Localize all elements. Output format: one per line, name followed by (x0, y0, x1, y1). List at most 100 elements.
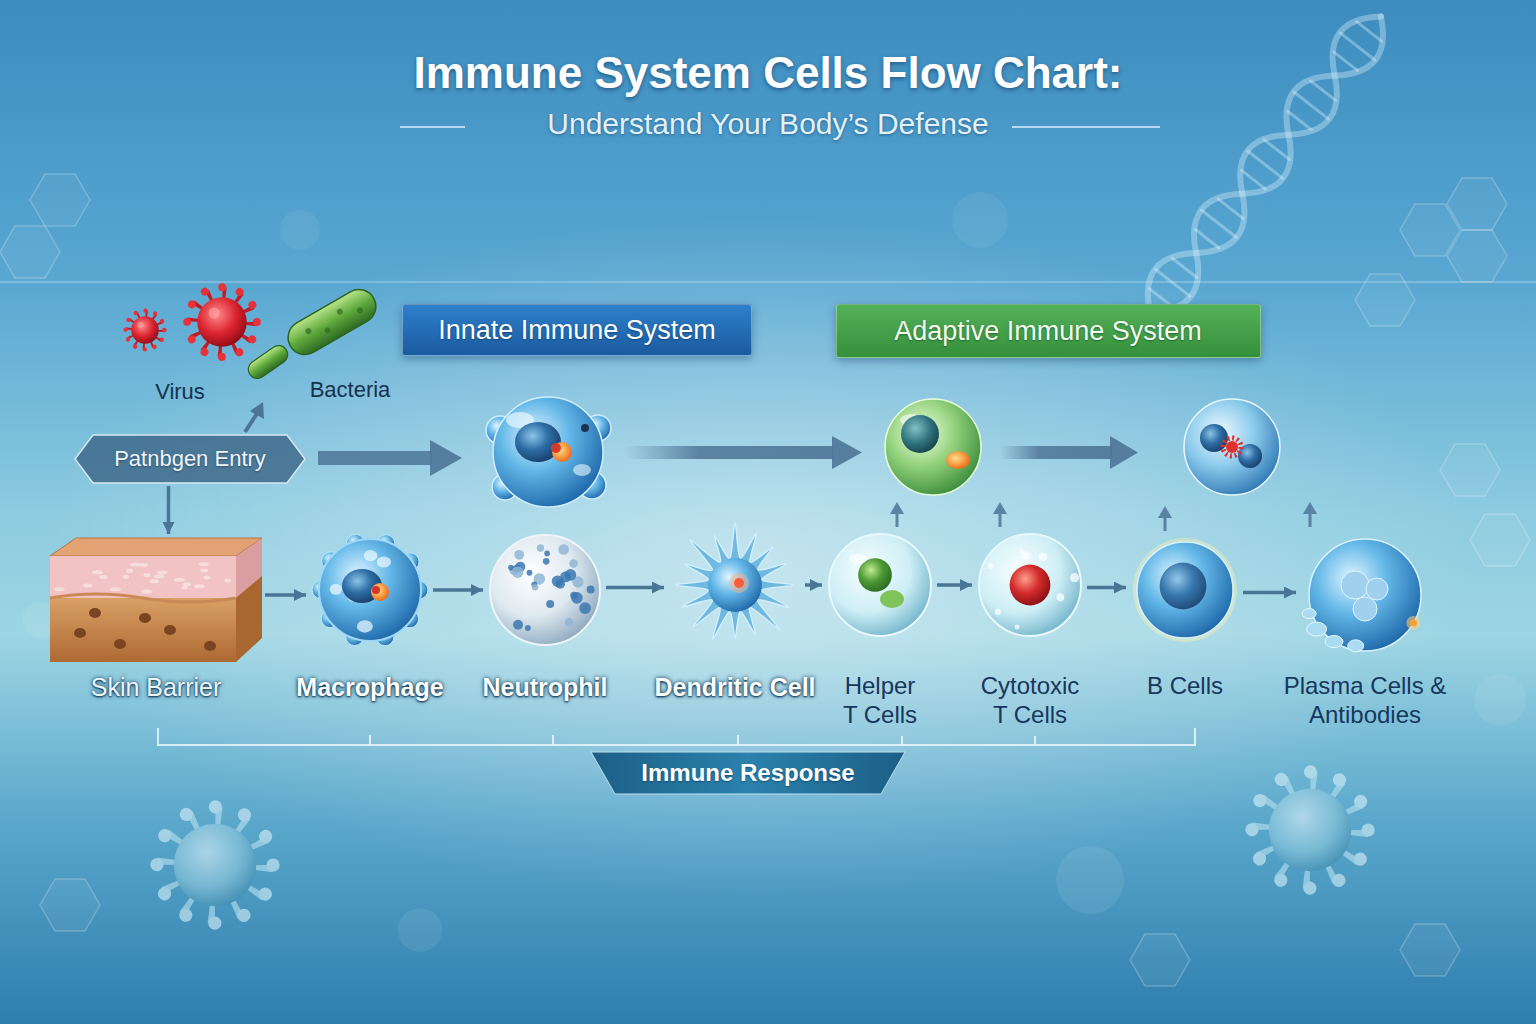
bokeh-dots (22, 192, 1526, 952)
cell-art (312, 534, 428, 645)
cell-art (988, 563, 994, 569)
cell-label-holder: Dendritic Cell (635, 672, 835, 702)
dna-helix (1132, 3, 1398, 326)
bacteria-icon (323, 326, 331, 334)
response-bracket (369, 735, 371, 745)
dna-helix (1264, 140, 1289, 160)
cell-art (558, 544, 569, 555)
cell-art (139, 613, 151, 623)
banner-outline (591, 752, 905, 794)
cell-art (587, 585, 595, 593)
small-up-arrow (999, 512, 1002, 527)
background-virus (157, 807, 273, 923)
cell-art (149, 579, 159, 583)
flow-connector (1087, 586, 1126, 590)
flow-arrow (832, 436, 862, 469)
cell-label: Plasma Cells & Antibodies (1279, 672, 1451, 730)
cell-label-holder: B Cells (1130, 672, 1240, 701)
dendritic-cell-shape (668, 518, 802, 652)
cell-label: Dendritic Cell (635, 672, 835, 702)
top-cell (946, 451, 970, 469)
small-up-arrow (1303, 502, 1317, 514)
flow-arrow (1110, 436, 1138, 469)
cell-art (319, 539, 421, 641)
cell-art (50, 598, 236, 662)
hexagon-pattern (0, 226, 60, 278)
response-bracket (1034, 736, 1036, 745)
entry-outline (75, 435, 305, 483)
cell-art (330, 584, 342, 595)
hexagon-pattern (1440, 444, 1500, 496)
response-bracket (552, 735, 554, 745)
bokeh-dots (398, 908, 442, 952)
cell-art (1410, 619, 1417, 626)
cell-art (139, 563, 148, 567)
title-rule (1012, 126, 1160, 128)
plasma-cell-shape (1300, 530, 1430, 660)
dendritic-cell: Dendritic Cell (668, 518, 802, 652)
cell-art (1348, 640, 1364, 652)
dna-helix (1132, 3, 1398, 326)
bacteria-icon (304, 299, 365, 343)
cell-label: Skin Barrier (56, 672, 256, 702)
cell-label-holder: Macrophage (280, 672, 460, 702)
cytotoxic-t-cell-shape (976, 531, 1084, 639)
pathogen-label: Virus (155, 379, 205, 404)
pathogen-arrow (245, 402, 264, 432)
cell-art (1133, 538, 1237, 642)
bokeh-dots (952, 192, 1008, 248)
top-cell (551, 443, 561, 453)
cell-art (570, 592, 577, 599)
cell-art (674, 522, 794, 639)
cell-art (579, 602, 591, 614)
dna-helix (1357, 22, 1382, 42)
hexagon-pattern (1400, 924, 1460, 976)
cell-art (1070, 573, 1079, 582)
cell-art (569, 559, 578, 568)
cell-label: Helper T Cells (838, 672, 922, 730)
cell-art (153, 574, 164, 578)
small-up-arrow (896, 512, 899, 527)
dna-helix (1218, 199, 1243, 219)
cell-art (1366, 578, 1388, 600)
cell-art (204, 641, 216, 651)
top-cell (486, 397, 611, 507)
title-rule (400, 126, 465, 128)
top-cell (1223, 438, 1241, 456)
cell-art (50, 594, 236, 602)
cell-art (99, 575, 107, 579)
cell-art (571, 592, 583, 604)
cell-label-holder: Skin Barrier (56, 672, 256, 702)
system-tag: Adaptive Immune System (836, 304, 1261, 358)
b-cell-shape (1130, 535, 1240, 645)
cell-art (537, 544, 544, 551)
cell-art (490, 535, 600, 645)
response-bracket (158, 728, 1195, 745)
cell-art (74, 628, 86, 638)
cell-art (1022, 551, 1030, 559)
entry-tag: Patnbgen Entry (75, 435, 305, 483)
cell-art (1133, 538, 1237, 642)
dna-helix (1294, 92, 1329, 119)
cell-art (552, 575, 564, 587)
bacteria-icon (304, 327, 312, 335)
small-up-arrow (1164, 516, 1167, 531)
system-tag: Innate Immune System (402, 304, 752, 356)
response-bracket (158, 728, 1195, 745)
cell-label-holder: Neutrophil (460, 672, 630, 702)
cytotoxic-t-cell: Cytotoxic T Cells (976, 531, 1084, 639)
entry-tag-text: Patnbgen Entry (114, 446, 266, 472)
cell-art (1010, 565, 1051, 606)
cell-art (734, 578, 744, 588)
pathogen-arrow (250, 402, 264, 419)
cell-art (1309, 539, 1421, 651)
virus-icon (187, 287, 257, 357)
bokeh-dots (280, 210, 320, 250)
top-cell (885, 399, 981, 495)
chart-title: Immune System Cells Flow Chart: (413, 48, 1122, 97)
dna-helix (1144, 18, 1387, 311)
bacteria-icon (336, 308, 344, 316)
top-cell (581, 424, 589, 432)
